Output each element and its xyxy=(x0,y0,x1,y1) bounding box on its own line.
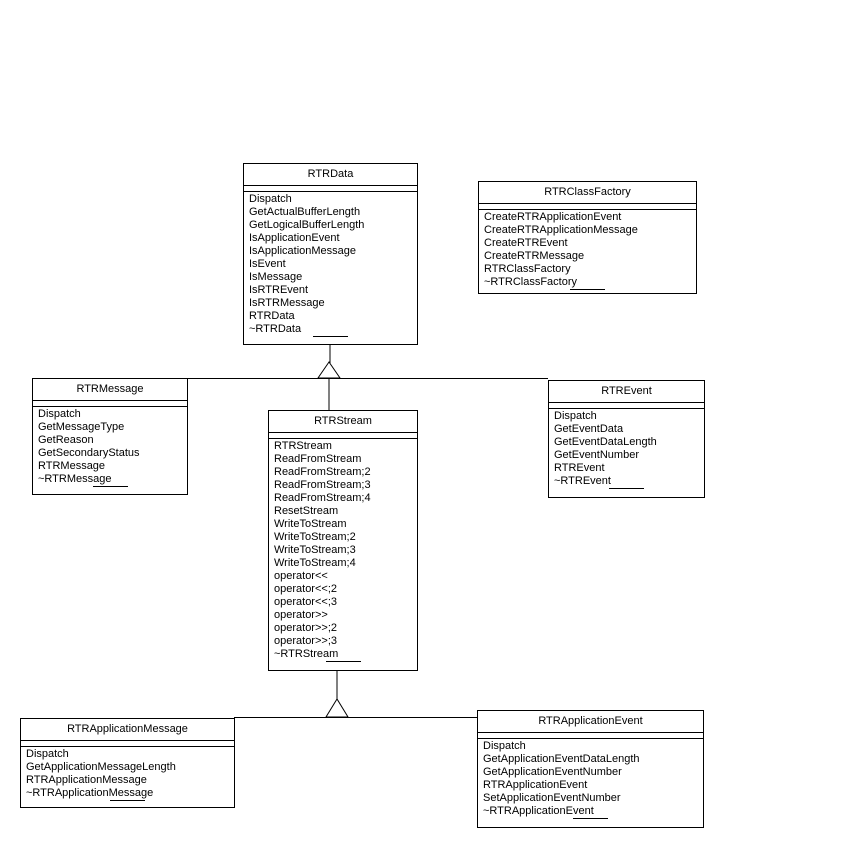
method-item: operator<< xyxy=(274,570,328,582)
class-attributes-compartment xyxy=(244,186,417,192)
method-item: Dispatch xyxy=(483,740,526,752)
method-item: RTRApplicationMessage xyxy=(26,774,147,786)
class-attributes-compartment xyxy=(269,433,417,439)
inheritance-triangle-icon xyxy=(325,698,349,718)
method-item: GetApplicationEventDataLength xyxy=(483,753,640,765)
method-item: ~RTREvent xyxy=(554,475,611,487)
method-item: GetEventDataLength xyxy=(554,436,657,448)
method-item: ReadFromStream;4 xyxy=(274,492,371,504)
method-item: ~RTRApplicationEvent xyxy=(483,805,594,817)
method-item: Dispatch xyxy=(554,410,597,422)
class-title: RTRData xyxy=(244,164,417,186)
method-item: operator>> xyxy=(274,609,328,621)
class-attributes-compartment xyxy=(33,401,187,407)
more-indicator xyxy=(570,289,605,290)
inheritance-triangle-icon xyxy=(317,361,341,379)
method-item: Dispatch xyxy=(249,193,292,205)
method-item: CreateRTRApplicationEvent xyxy=(484,211,622,223)
class-title: RTRMessage xyxy=(33,379,187,401)
method-item: ~RTRApplicationMessage xyxy=(26,787,154,799)
method-item: CreateRTRApplicationMessage xyxy=(484,224,638,236)
method-item: GetApplicationEventNumber xyxy=(483,766,622,778)
more-indicator xyxy=(110,800,145,801)
more-indicator xyxy=(92,486,128,487)
method-item: WriteToStream xyxy=(274,518,347,530)
method-item: WriteToStream;4 xyxy=(274,557,356,569)
method-item: IsRTRMessage xyxy=(249,297,325,309)
method-item: operator>>;2 xyxy=(274,622,337,634)
method-item: GetEventNumber xyxy=(554,449,639,461)
method-item: WriteToStream;2 xyxy=(274,531,356,543)
method-item: RTRClassFactory xyxy=(484,263,571,275)
method-item: GetSecondaryStatus xyxy=(38,447,140,459)
class-title: RTRApplicationMessage xyxy=(21,719,234,741)
method-item: ~RTRData xyxy=(249,323,302,335)
method-item: ReadFromStream xyxy=(274,453,362,465)
class-title: RTRApplicationEvent xyxy=(478,711,703,733)
method-item: CreateRTRMessage xyxy=(484,250,585,262)
method-item: GetActualBufferLength xyxy=(249,206,361,218)
method-item: operator<<;2 xyxy=(274,583,337,595)
more-indicator xyxy=(609,488,644,489)
method-item: CreateRTREvent xyxy=(484,237,568,249)
method-item: operator>>;3 xyxy=(274,635,337,647)
method-item: ~RTRStream xyxy=(274,648,339,660)
method-item: WriteToStream;3 xyxy=(274,544,356,556)
method-item: IsMessage xyxy=(249,271,303,283)
method-item: Dispatch xyxy=(26,748,69,760)
method-item: IsApplicationMessage xyxy=(249,245,357,257)
method-item: ~RTRMessage xyxy=(38,473,112,485)
class-title: RTREvent xyxy=(549,381,704,403)
method-item: RTRMessage xyxy=(38,460,106,472)
class-attributes-compartment xyxy=(21,741,234,747)
class-attributes-compartment xyxy=(479,204,696,210)
method-item: GetLogicalBufferLength xyxy=(249,219,365,231)
more-indicator xyxy=(325,661,361,662)
method-item: RTRStream xyxy=(274,440,332,452)
method-item: IsRTREvent xyxy=(249,284,309,296)
method-item: GetReason xyxy=(38,434,94,446)
method-item: ~RTRClassFactory xyxy=(484,276,578,288)
more-indicator xyxy=(573,818,608,819)
method-item: GetMessageType xyxy=(38,421,125,433)
method-item: IsEvent xyxy=(249,258,286,270)
method-item: RTREvent xyxy=(554,462,605,474)
method-item: IsApplicationEvent xyxy=(249,232,340,244)
method-item: SetApplicationEventNumber xyxy=(483,792,621,804)
method-item: GetApplicationMessageLength xyxy=(26,761,176,773)
class-attributes-compartment xyxy=(549,403,704,409)
method-item: ReadFromStream;3 xyxy=(274,479,371,491)
more-indicator xyxy=(313,336,348,337)
method-item: RTRApplicationEvent xyxy=(483,779,588,791)
method-item: Dispatch xyxy=(38,408,81,420)
class-title: RTRStream xyxy=(269,411,417,433)
class-box-rtrclassfactory: RTRClassFactory CreateRTRApplicationEven… xyxy=(478,181,697,294)
method-item: GetEventData xyxy=(554,423,624,435)
class-title: RTRClassFactory xyxy=(479,182,696,204)
class-attributes-compartment xyxy=(478,733,703,739)
method-item: ReadFromStream;2 xyxy=(274,466,371,478)
method-item: ResetStream xyxy=(274,505,339,517)
method-item: RTRData xyxy=(249,310,295,322)
method-item: operator<<;3 xyxy=(274,596,337,608)
